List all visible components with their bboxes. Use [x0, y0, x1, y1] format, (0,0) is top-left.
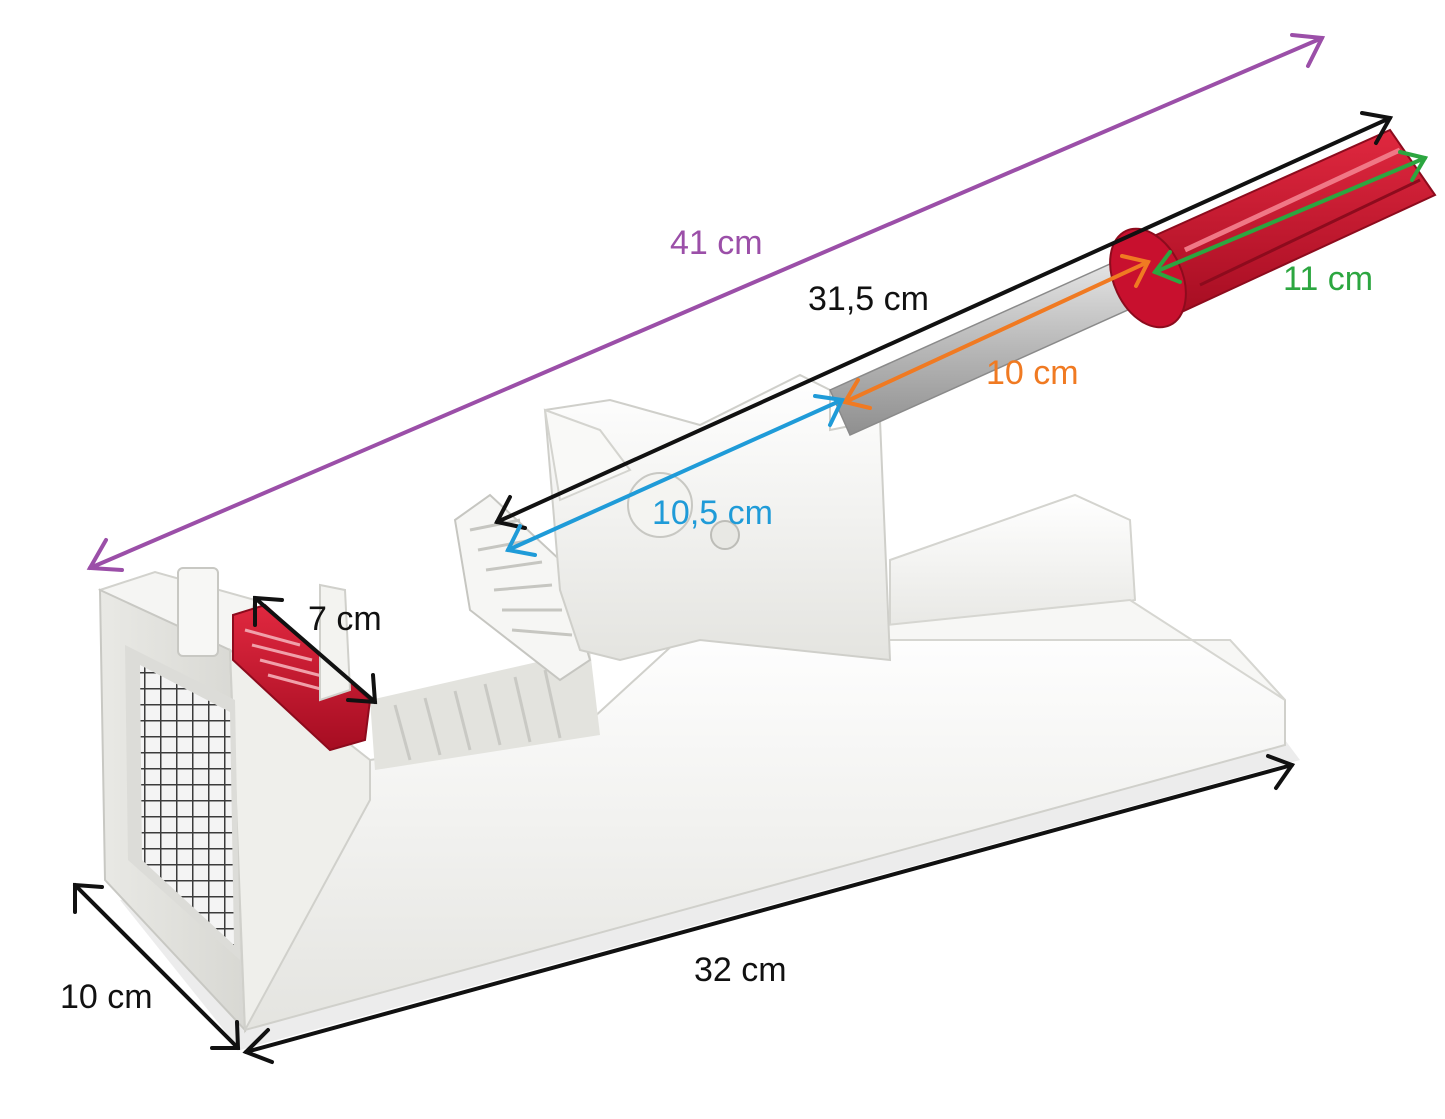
- label-overall-length: 41 cm: [670, 224, 763, 262]
- label-base-width: 10 cm: [60, 978, 153, 1016]
- label-handle-length: 11 cm: [1283, 260, 1374, 298]
- base-top: [739, 598, 1286, 701]
- dim-arrow-overall-length: [86, 33, 1326, 572]
- dim-arrow-rod-length: [841, 254, 1151, 410]
- dim-arrow-plunger-arm-length: [505, 394, 845, 557]
- label-plunger-arm-length: 10,5 cm: [652, 494, 773, 532]
- label-base-length: 32 cm: [694, 951, 787, 989]
- trough: [370, 650, 600, 770]
- dim-arrow-base-width: [73, 882, 241, 1050]
- trough-ribs: [393, 669, 562, 761]
- label-rod-length: 10 cm: [986, 354, 1079, 392]
- clip-tab: [177, 567, 219, 657]
- plunger-comb-teeth: [469, 518, 573, 637]
- blade-grid: [125, 645, 240, 960]
- lever-handle: [1109, 128, 1437, 329]
- dim-arrow-handle-length: [1151, 150, 1429, 284]
- dim-arrow-lever-length: [494, 111, 1394, 530]
- label-lever-length: 31,5 cm: [808, 280, 929, 318]
- dim-arrow-base-length: [242, 754, 1296, 1064]
- hinge-cap: [543, 408, 632, 502]
- dim-arrow-feed-width: [253, 595, 378, 705]
- label-feed-width: 7 cm: [308, 600, 382, 638]
- pivot-pin: [710, 520, 740, 550]
